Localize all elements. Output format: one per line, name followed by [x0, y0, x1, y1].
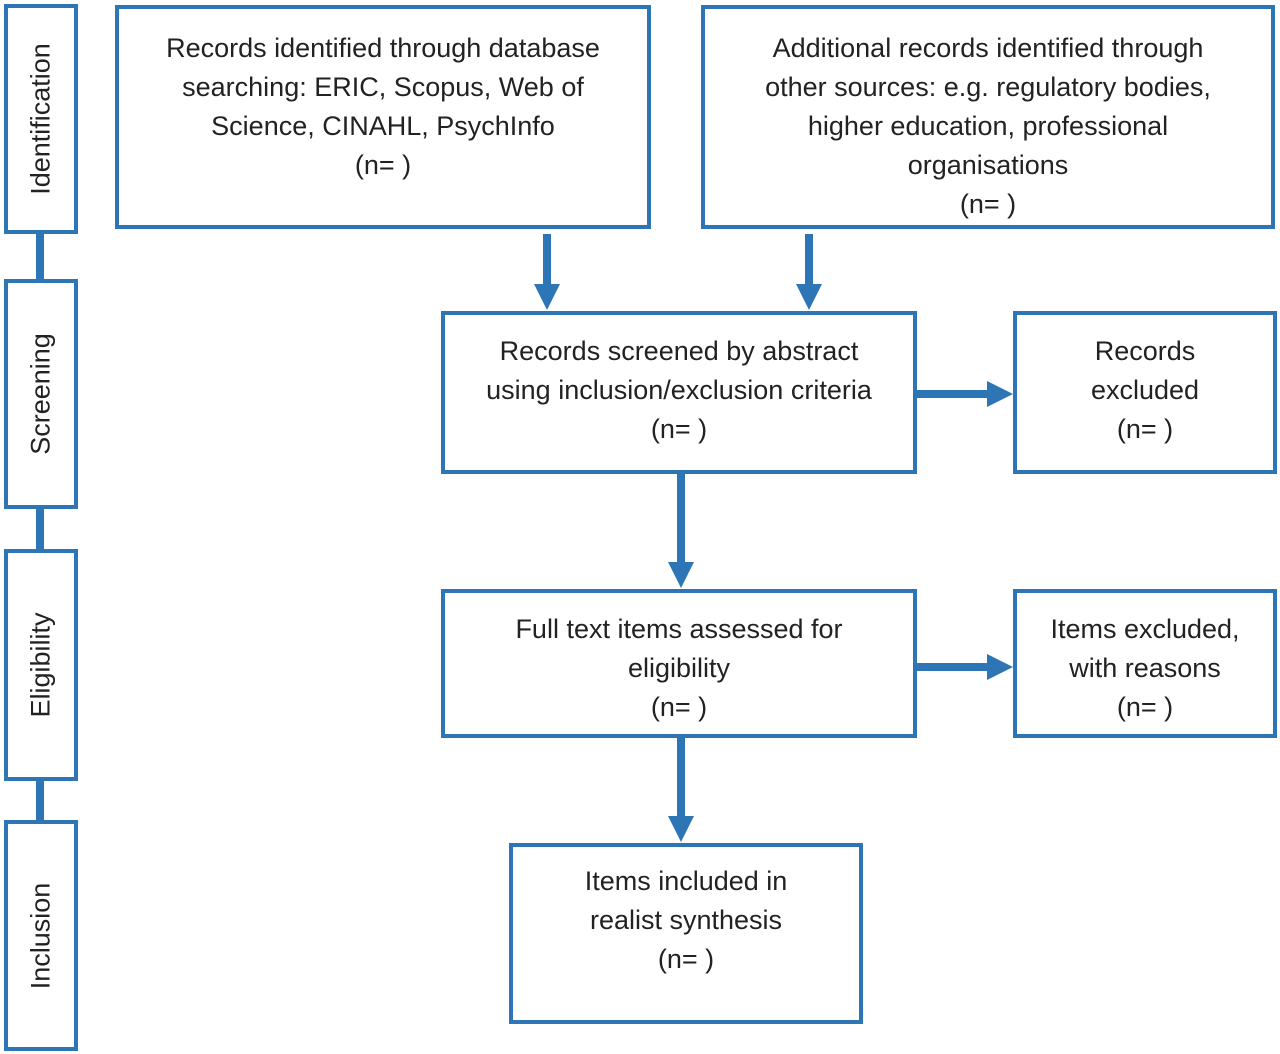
stage-label: Screening — [25, 333, 56, 455]
arrow-fulltext-to-included — [668, 738, 694, 842]
box-count: (n= ) — [1116, 414, 1174, 444]
stage-connector — [36, 232, 44, 282]
box-count: (n= ) — [1116, 692, 1174, 722]
stage-label: Inclusion — [25, 882, 56, 989]
stage-inclusion: Inclusion — [4, 820, 78, 1051]
arrow-screened-to-excluded — [917, 381, 1013, 407]
box-count: (n= ) — [650, 414, 708, 444]
box-text-line: realist synthesis — [589, 905, 783, 935]
screened-box: Records screened by abstract using inclu… — [441, 311, 917, 474]
box-text-line: eligibility — [627, 653, 731, 683]
box-text-line: Items included in — [584, 866, 788, 896]
included-box: Items included in realist synthesis (n= … — [509, 843, 863, 1024]
database-records-box: Records identified through database sear… — [115, 5, 651, 229]
stage-identification: Identification — [4, 4, 78, 234]
stage-screening: Screening — [4, 279, 78, 509]
box-text-line: Records identified through database — [166, 33, 600, 63]
items-excluded-box: Items excluded, with reasons (n= ) — [1013, 589, 1277, 738]
arrow-fulltext-to-excluded — [917, 654, 1013, 680]
box-text-line: Science, CINAHL, PsychInfo — [211, 111, 555, 141]
box-text-line: using inclusion/exclusion criteria — [486, 375, 872, 405]
arrow-database-to-screened — [534, 234, 560, 310]
box-text-line: excluded — [1090, 375, 1200, 405]
stage-label: Identification — [25, 43, 56, 195]
full-text-box: Full text items assessed for eligibility… — [441, 589, 917, 738]
box-text-line: Additional records identified through — [772, 33, 1204, 63]
box-text-line: Full text items assessed for — [515, 614, 843, 644]
box-count: (n= ) — [959, 189, 1017, 219]
box-text-line: searching: ERIC, Scopus, Web of — [182, 72, 584, 102]
box-text-line: Records screened by abstract — [499, 336, 859, 366]
stage-connector — [36, 506, 44, 552]
box-text-line: higher education, professional — [807, 111, 1169, 141]
stage-label: Eligibility — [25, 612, 56, 718]
box-text-line: Records — [1094, 336, 1196, 366]
records-excluded-box: Records excluded (n= ) — [1013, 311, 1277, 474]
box-count: (n= ) — [657, 944, 715, 974]
stage-eligibility: Eligibility — [4, 549, 78, 781]
arrow-screened-to-fulltext — [668, 474, 694, 588]
box-text-line: organisations — [907, 150, 1069, 180]
additional-records-box: Additional records identified through ot… — [701, 5, 1275, 229]
box-count: (n= ) — [354, 150, 412, 180]
box-text-line: with reasons — [1069, 653, 1221, 683]
box-text-line: other sources: e.g. regulatory bodies, — [765, 72, 1211, 102]
box-count: (n= ) — [650, 692, 708, 722]
arrow-additional-to-screened — [796, 234, 822, 310]
stage-connector — [36, 779, 44, 822]
box-text-line: Items excluded, — [1050, 614, 1240, 644]
